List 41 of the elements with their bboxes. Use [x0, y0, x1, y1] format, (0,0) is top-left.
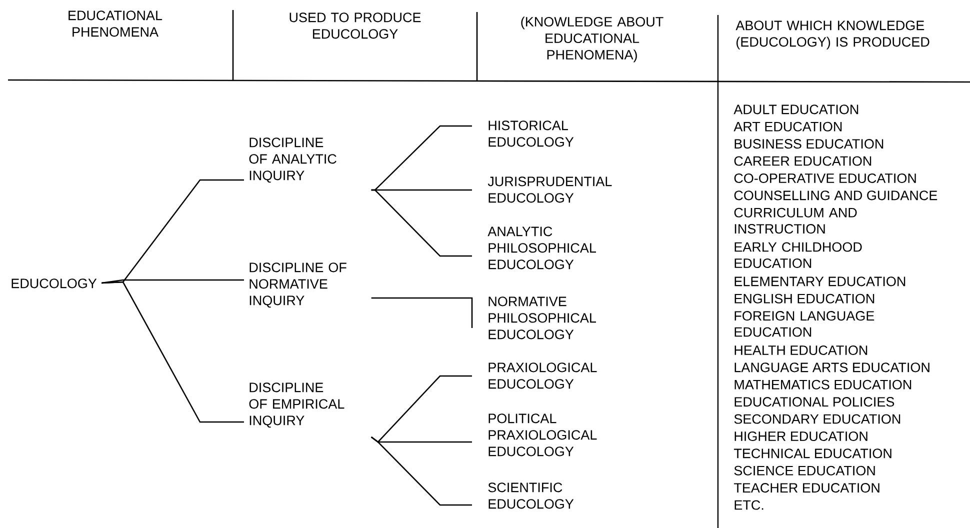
branch-label: DISCIPLINE OF NORMATIVE INQUIRY: [250, 262, 346, 308]
branch-line: [370, 436, 472, 506]
list-item: TEACHER EDUCATION: [734, 483, 880, 493]
column-heading: ABOUT WHICH KNOWLEDGE (EDUCOLOGY) IS PRODUCED: [736, 20, 930, 50]
list-item: COUNSELLING AND GUIDANCE: [734, 190, 938, 200]
column-heading: USED TO PRODUCE EDUCOLOGY: [290, 12, 421, 39]
column-heading: (KNOWLEDGE ABOUT EDUCATIONAL PHENOMENA): [521, 16, 664, 62]
list-item: BUSINESS EDUCATION: [734, 139, 884, 149]
list-item: HEALTH EDUCATION: [734, 345, 868, 355]
list-item: SECONDARY EDUCATION: [734, 414, 900, 424]
branch-label: PRAXIOLOGICAL EDUCOLOGY: [488, 362, 597, 389]
list-item: ART EDUCATION: [734, 122, 842, 132]
branch-line: [371, 297, 473, 328]
branch-label: SCIENTIFIC EDUCOLOGY: [488, 482, 574, 509]
list-item: HIGHER EDUCATION: [734, 431, 868, 441]
list-item: CAREER EDUCATION: [734, 156, 872, 166]
branch-label: HISTORICAL EDUCOLOGY: [488, 120, 574, 147]
list-item: CO-OPERATIVE EDUCATION: [734, 173, 916, 183]
column-heading: EDUCATIONAL PHENOMENA: [68, 10, 162, 37]
branch-label: JURISPRUDENTIAL EDUCOLOGY: [488, 176, 612, 203]
list-item: CURRICULUM AND INSTRUCTION: [734, 208, 857, 234]
branch-label: POLITICAL PRAXIOLOGICAL EDUCOLOGY: [488, 414, 597, 456]
branch-label: EDUCOLOGY: [12, 278, 97, 288]
branch-label: DISCIPLINE OF EMPIRICAL INQUIRY: [249, 382, 344, 428]
list-item: ADULT EDUCATION: [734, 104, 858, 114]
list-item: MATHEMATICS EDUCATION: [734, 380, 912, 390]
branch-line: [102, 281, 244, 423]
branch-label: DISCIPLINE OF ANALYTIC INQUIRY: [249, 138, 336, 183]
list-item: EDUCATIONAL POLICIES: [734, 397, 894, 407]
branch-line: [101, 279, 244, 284]
branch-label: ANALYTIC PHILOSOPHICAL EDUCOLOGY: [488, 226, 596, 270]
list-item: ENGLISH EDUCATION: [734, 294, 874, 304]
list-item: FOREIGN LANGUAGE EDUCATION: [734, 311, 874, 337]
list-item: EARLY CHILDHOOD EDUCATION: [734, 242, 862, 268]
list-item: ELEMENTARY EDUCATION: [734, 276, 906, 286]
list-item: TECHNICAL EDUCATION: [734, 448, 892, 458]
list-item: ETC.: [734, 500, 764, 510]
branch-line: [371, 189, 472, 257]
list-item: LANGUAGE ARTS EDUCATION: [734, 362, 930, 372]
list-item: SCIENCE EDUCATION: [734, 466, 875, 476]
branch-label: NORMATIVE PHILOSOPHICAL EDUCOLOGY: [488, 296, 596, 340]
